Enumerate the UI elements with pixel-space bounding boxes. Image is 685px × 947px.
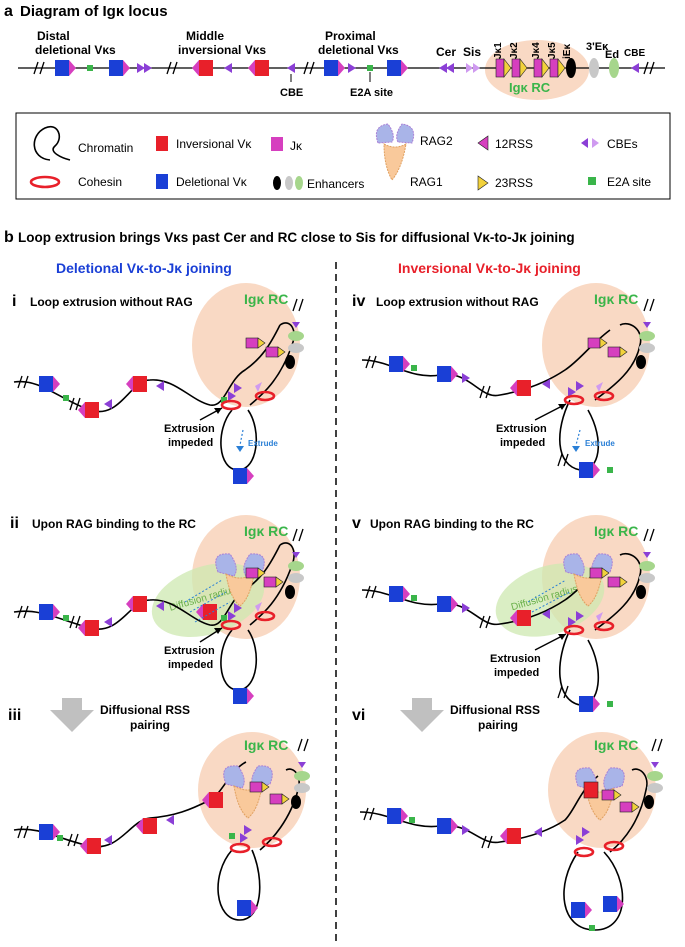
scene-ii: Igκ RC Diffusion radius Extrusion impede…	[13, 515, 304, 704]
proximal-label-1: Proximal	[325, 29, 376, 43]
jk2-label: Jκ2	[509, 42, 520, 59]
legend-del-vk: Deletional Vκ	[176, 175, 248, 189]
panel-b-title: Loop extrusion brings Vκs past Cer and R…	[18, 230, 575, 245]
proximal-label-2: deletional Vκs	[318, 43, 399, 57]
scene-iv-impeded-1: Extrusion	[496, 423, 547, 435]
scene-i-extrude: Extrude	[248, 439, 278, 448]
legend-rag1: RAG1	[410, 175, 443, 189]
label-i: i	[12, 293, 16, 310]
scene-v-rc-label: Igκ RC	[594, 523, 638, 539]
scene-ii-impeded-2: impeded	[168, 659, 213, 671]
label-vi: vi	[352, 707, 365, 724]
scene-iv: Igκ RC Extrude Extrusion impeded	[361, 283, 655, 478]
legend-enhancers: Enhancers	[307, 177, 364, 191]
proximal-vk-1	[324, 60, 345, 76]
legend-jk: Jκ	[290, 139, 303, 153]
diff-right-1: Diffusional RSS	[450, 703, 540, 717]
label-v: v	[352, 515, 361, 532]
scene-vi-rc-label: Igκ RC	[594, 737, 638, 753]
legend-23rss: 23RSS	[495, 176, 533, 190]
jk5-label: Jκ5	[547, 42, 558, 59]
panel-a-title: Diagram of Igκ locus	[20, 3, 168, 20]
scene-iii-rc-label: Igκ RC	[244, 737, 288, 753]
cbe2-label: CBE	[624, 48, 645, 59]
scene-v-impeded-2: impeded	[494, 667, 539, 679]
legend-12rss: 12RSS	[495, 137, 533, 151]
right-heading: Inversional Vκ-to-Jκ joining	[398, 260, 581, 276]
3ek-label: 3'Eκ	[586, 41, 609, 53]
legend-cohesin: Cohesin	[78, 175, 122, 189]
arrow-left	[50, 698, 94, 732]
diff-left-2: pairing	[130, 718, 170, 732]
scene-iii: Igκ RC	[13, 732, 310, 921]
panel-a-letter: a	[4, 3, 13, 20]
scene-vi: Igκ RC	[359, 732, 663, 931]
middle-label-1: Middle	[186, 29, 224, 43]
arrow-right	[400, 698, 444, 732]
label-v-text: Upon RAG binding to the RC	[370, 517, 534, 531]
scene-i-impeded-2: impeded	[168, 437, 213, 449]
scene-iv-impeded-2: impeded	[500, 437, 545, 449]
scene-iv-rc-label: Igκ RC	[594, 291, 638, 307]
distal-vk-2	[109, 60, 130, 76]
ed-label: Ed	[605, 49, 619, 61]
legend-cbes: CBEs	[607, 137, 638, 151]
scene-i-rc-label: Igκ RC	[244, 291, 288, 307]
jk4-label: Jκ4	[531, 42, 542, 59]
legend-inv-vk: Inversional Vκ	[176, 137, 252, 151]
cer-label: Cer	[436, 45, 456, 59]
label-ii-text: Upon RAG binding to the RC	[32, 517, 196, 531]
label-iv: iv	[352, 293, 365, 310]
scene-iv-extrude: Extrude	[585, 439, 615, 448]
legend-chromatin: Chromatin	[78, 141, 133, 155]
scene-ii-rc-label: Igκ RC	[244, 523, 288, 539]
cbe-label: CBE	[280, 87, 303, 99]
panel-b-letter: b	[4, 229, 14, 246]
proximal-vk-2	[387, 60, 408, 76]
scene-ii-impeded-1: Extrusion	[164, 645, 215, 657]
diff-left-1: Diffusional RSS	[100, 703, 190, 717]
middle-label-2: inversional Vκs	[178, 43, 266, 57]
sis-label: Sis	[463, 45, 481, 59]
scene-v-impeded-1: Extrusion	[490, 653, 541, 665]
label-i-text: Loop extrusion without RAG	[30, 295, 193, 309]
scene-i-impeded-1: Extrusion	[164, 423, 215, 435]
e2a-label: E2A site	[350, 87, 393, 99]
scene-i: Igκ RC Extrude Extrusion impeded	[13, 283, 304, 484]
diff-right-2: pairing	[478, 718, 518, 732]
distal-label-2: deletional Vκs	[35, 43, 116, 57]
label-iii: iii	[8, 707, 21, 724]
label-ii: ii	[10, 515, 19, 532]
legend-e2a: E2A site	[607, 175, 651, 189]
legend-box	[15, 112, 671, 200]
scene-v: Igκ RC Diffusion radius Extrusion impede…	[361, 515, 655, 712]
iek-label: iEκ	[562, 44, 573, 59]
distal-vk-1	[55, 60, 76, 76]
middle-vk-1	[192, 60, 213, 76]
left-heading: Deletional Vκ-to-Jκ joining	[56, 260, 232, 276]
jk1-label: Jκ1	[493, 42, 504, 59]
rc-label: Igκ RC	[509, 80, 551, 95]
label-iv-text: Loop extrusion without RAG	[376, 295, 539, 309]
legend-rag2: RAG2	[420, 134, 453, 148]
middle-vk-2	[248, 60, 269, 76]
distal-label-1: Distal	[37, 29, 70, 43]
